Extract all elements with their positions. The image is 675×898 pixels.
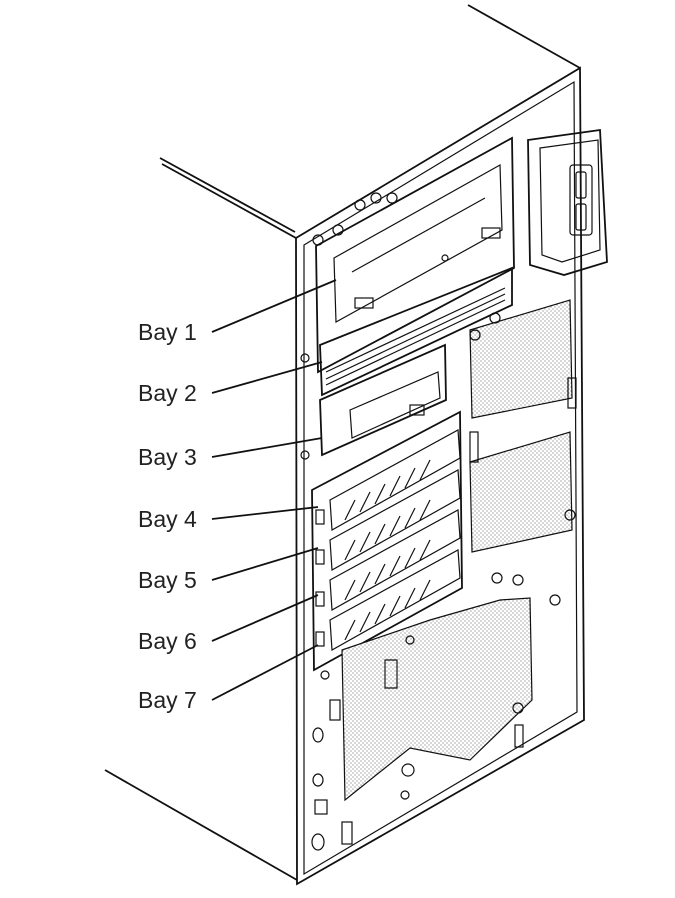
leader-lines [211,279,337,701]
power-switch-box [527,128,608,276]
bay-6-label: Bay 6 [138,628,197,654]
bay-2-label: Bay 2 [138,380,197,406]
vent-panels [341,299,573,802]
bay-4-label: Bay 4 [138,506,197,532]
bay-2-drive [319,266,513,397]
bay-1-drive [312,136,515,374]
bay-3-label: Bay 3 [138,444,197,470]
hot-swap-trays [311,410,463,672]
bay-1-label: Bay 1 [138,319,197,345]
bay-3-drive [319,343,447,457]
chassis-outline [104,4,585,886]
bay-labels: Bay 1 Bay 2 Bay 3 Bay 4 Bay 5 Bay 6 Bay … [138,319,197,713]
fasteners [300,312,577,851]
bay-7-label: Bay 7 [138,687,197,713]
bay-5-label: Bay 5 [138,567,197,593]
